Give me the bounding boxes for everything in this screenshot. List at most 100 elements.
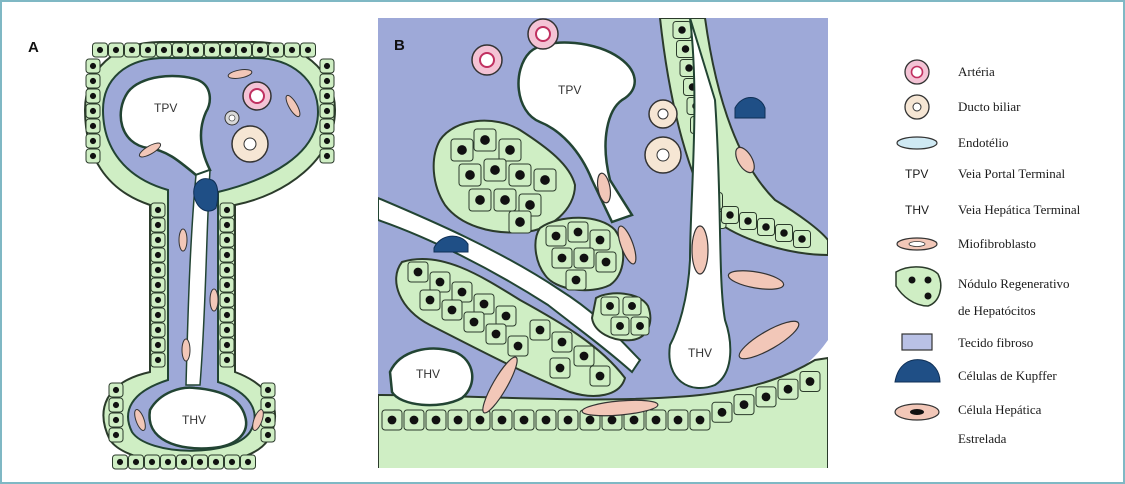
hepatocyte-nucleus: [558, 254, 567, 263]
hepatocyte-nucleus: [155, 207, 161, 213]
hepatocyte-nucleus: [426, 296, 435, 305]
panel-b-letter: B: [394, 37, 405, 54]
hepatocyte-nucleus: [564, 416, 573, 425]
legend-label-nodulo-line1: Nódulo Regenerativo: [958, 276, 1070, 291]
hepatocyte-nucleus: [696, 416, 705, 425]
hepatocyte-nucleus: [165, 459, 171, 465]
hepatocyte-nucleus: [678, 26, 685, 33]
hepatocyte-nucleus: [324, 153, 330, 159]
hepatocyte-nucleus: [324, 63, 330, 69]
legend-artery-icon: [905, 60, 929, 84]
hepatocyte-nucleus: [90, 63, 96, 69]
hepatocyte-nucleus: [762, 393, 771, 402]
panel-b: TPV THV THV: [378, 18, 828, 470]
legend-bile-duct-icon: [905, 95, 929, 119]
hepatocyte-nucleus: [798, 235, 805, 242]
hepatocyte-nucleus: [224, 207, 230, 213]
hepatocyte-nucleus: [155, 222, 161, 228]
hepatocyte-nucleus: [113, 432, 119, 438]
hepatocyte-nucleus: [224, 252, 230, 258]
hepatocyte-nucleus: [265, 387, 271, 393]
legend-label-tecido: Tecido fibroso: [958, 335, 1033, 350]
hepatocyte-nucleus: [265, 402, 271, 408]
legend-label-thv: Veia Hepática Terminal: [958, 202, 1081, 217]
hepatocyte-nucleus: [596, 236, 605, 245]
panel-b-artery-icon-1: [472, 45, 502, 75]
hepatocyte-nucleus: [224, 267, 230, 273]
hepatocyte-nucleus: [229, 459, 235, 465]
hepatocyte-nucleus: [457, 145, 467, 155]
hepatocyte-nucleus: [324, 78, 330, 84]
hepatocyte-nucleus: [305, 47, 311, 53]
legend-label-kupffer: Células de Kupffer: [958, 368, 1057, 383]
hepatocyte-nucleus: [505, 145, 515, 155]
hepatocyte-nucleus: [674, 416, 683, 425]
hepatocyte-nucleus: [224, 222, 230, 228]
hepatocyte-nucleus: [177, 47, 183, 53]
hepatocyte-nucleus: [149, 459, 155, 465]
hepatocyte-nucleus: [224, 342, 230, 348]
hepatocyte-nucleus: [685, 64, 692, 71]
hepatocyte-nucleus: [257, 47, 263, 53]
hepatocyte-nucleus: [515, 217, 525, 227]
panel-a-letter: A: [28, 39, 39, 56]
hepatocyte-nucleus: [90, 93, 96, 99]
hepatocyte-nucleus: [476, 416, 485, 425]
hepatocyte-nucleus: [552, 232, 561, 241]
panel-b-thv-label-left: THV: [416, 367, 440, 381]
hepatocyte-nucleus: [602, 258, 611, 267]
hepatocyte-nucleus: [500, 195, 510, 205]
panel-b-artery-icon-2: [528, 19, 558, 49]
hepatocyte-nucleus: [224, 357, 230, 363]
hepatocyte-nucleus: [224, 282, 230, 288]
legend-label-tpv: Veia Portal Terminal: [958, 166, 1066, 181]
hepatocyte-nucleus: [213, 459, 219, 465]
hepatocyte-nucleus: [628, 302, 636, 310]
hepatocyte-nucleus: [225, 47, 231, 53]
legend-endothelium-icon: [897, 137, 937, 149]
hepatocyte-nucleus: [193, 47, 199, 53]
hepatocyte-nucleus: [388, 416, 397, 425]
hepatocyte-nucleus: [454, 416, 463, 425]
hepatocyte-nucleus: [572, 276, 581, 285]
panel-a-bile-duct-icon: [232, 126, 268, 162]
hepatocyte-nucleus: [780, 229, 787, 236]
hepatocyte-nucleus: [630, 416, 639, 425]
hepatocyte-nucleus: [90, 123, 96, 129]
hepatocyte-nucleus: [324, 108, 330, 114]
hepatocyte-nucleus: [90, 78, 96, 84]
hepatocyte-nucleus: [480, 135, 490, 145]
hepatocyte-nucleus: [558, 338, 567, 347]
hepatocyte-nucleus: [324, 93, 330, 99]
legend-label-estrelada-line2: Estrelada: [958, 431, 1007, 446]
hepatocyte-nucleus: [520, 416, 529, 425]
legend-stellate-cell-icon: [895, 404, 939, 420]
panel-a-small-duct-icon: [225, 111, 239, 125]
hepatocyte-nucleus: [580, 352, 589, 361]
hepatocyte-nucleus: [458, 288, 467, 297]
hepatocyte-nucleus: [197, 459, 203, 465]
legend-label-miofibroblasto: Miofibroblasto: [958, 236, 1036, 251]
legend-label-endotelio: Endotélio: [958, 135, 1009, 150]
legend-label-nodulo-line2: de Hepatócitos: [958, 303, 1036, 318]
hepatocyte-nucleus: [113, 402, 119, 408]
hepatocyte-nucleus: [652, 416, 661, 425]
hepatocyte-nucleus: [241, 47, 247, 53]
hepatocyte-nucleus: [155, 342, 161, 348]
hepatocyte-nucleus: [502, 312, 511, 321]
hepatocyte-nucleus: [432, 416, 441, 425]
hepatocyte-nucleus: [608, 416, 617, 425]
hepatocyte-nucleus: [90, 108, 96, 114]
hepatocyte-nucleus: [155, 297, 161, 303]
hepatocyte-nucleus: [490, 165, 500, 175]
panel-a-thv-label: THV: [182, 413, 206, 427]
legend-label-estrelada-line1: Célula Hepática: [958, 402, 1042, 417]
hepatocyte-nucleus: [133, 459, 139, 465]
hepatocyte-nucleus: [596, 372, 605, 381]
hepatocyte-nucleus: [410, 416, 419, 425]
hepatocyte-nucleus: [515, 170, 525, 180]
hepatocyte-nucleus: [155, 252, 161, 258]
hepatocyte-nucleus: [475, 195, 485, 205]
hepatocyte-nucleus: [224, 327, 230, 333]
